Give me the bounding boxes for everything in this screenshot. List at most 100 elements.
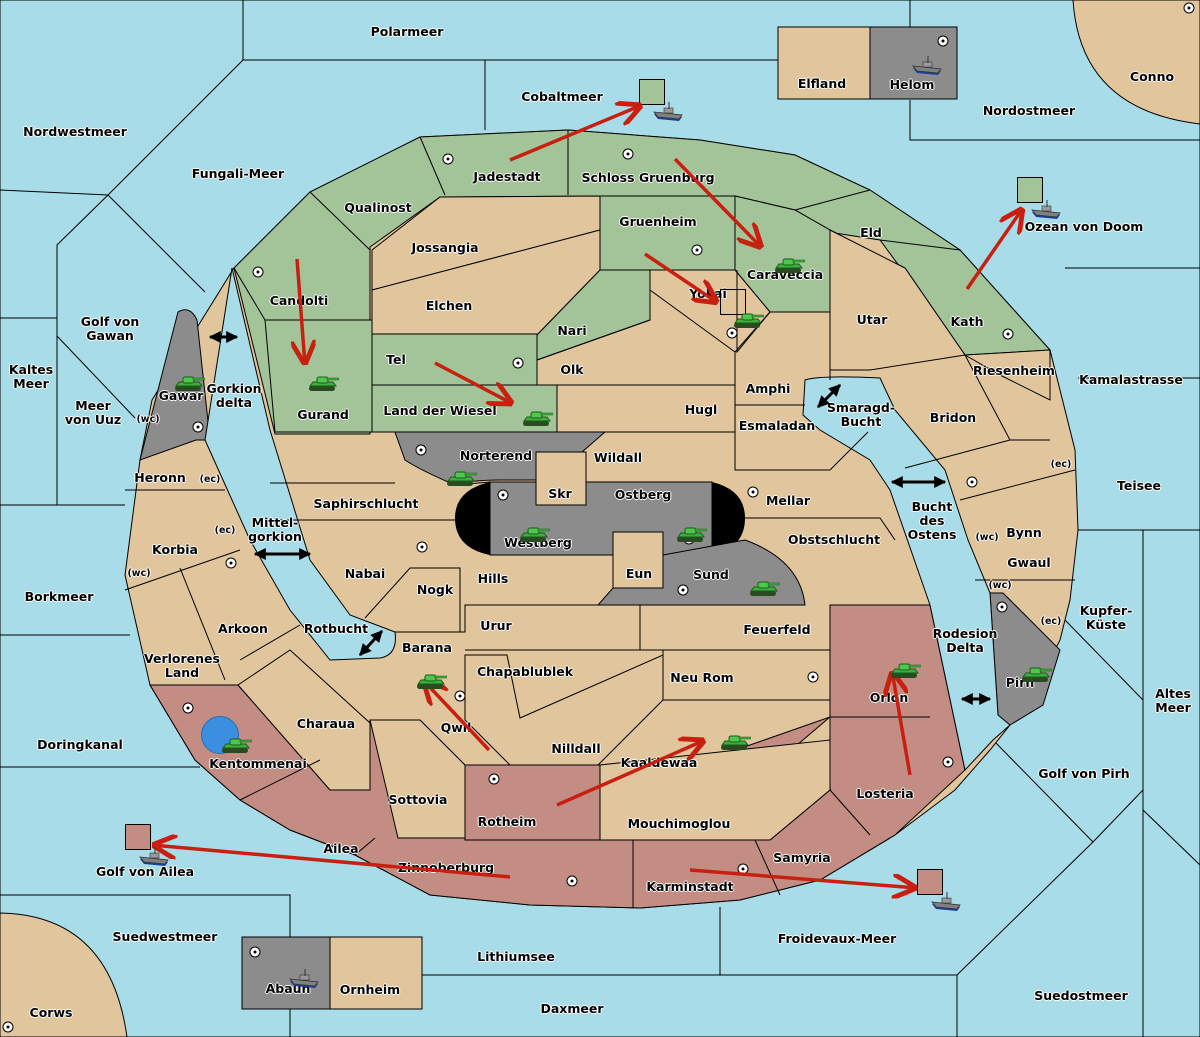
supply-center-bridon (966, 476, 978, 488)
supply-center-sund (677, 584, 689, 596)
label-bridon: Bridon (929, 410, 977, 425)
tank-icon (175, 376, 205, 391)
label-verlorenes-land: Verlorenes Land (144, 651, 220, 680)
label-qwil: Qwil (440, 720, 472, 735)
label-orlon: Orlon (869, 690, 909, 705)
label-amphi: Amphi (745, 381, 791, 396)
label-barana: Barana (402, 640, 452, 655)
label-gurand: Gurand (297, 407, 349, 422)
label-nabai: Nabai (344, 566, 386, 581)
region-gawar[interactable] (139, 309, 211, 461)
label-olk: Olk (560, 362, 584, 377)
label-nordwestmeer: Nordwestmeer (23, 124, 127, 139)
label-ozean-von-doom: Ozean von Doom (1024, 219, 1144, 234)
label-golf-von-ailea: Golf von Ailea (95, 864, 195, 879)
tank-icon (775, 258, 805, 273)
region-charaua[interactable] (237, 649, 371, 791)
tank-icon (520, 527, 550, 542)
region-corws[interactable] (0, 912, 128, 1037)
tank-icon (222, 738, 252, 753)
supply-center-abaun (249, 946, 261, 958)
region-ornheim[interactable] (329, 936, 423, 1010)
region-elfland[interactable] (777, 26, 871, 100)
label-sottovia: Sottovia (388, 792, 448, 807)
tank-icon (677, 527, 707, 542)
label-elfland: Elfland (797, 76, 847, 91)
label-norterend: Norterend (459, 448, 533, 463)
tank-icon (447, 471, 477, 486)
label-ailea: Ailea (323, 841, 359, 856)
supply-center-karminstadt (737, 863, 749, 875)
label-esmaladan: Esmaladan (738, 418, 816, 433)
label-charaua: Charaua (296, 716, 356, 731)
label-bucht-des-ostens: Bucht des Ostens (907, 499, 957, 542)
label-doringkanal: Doringkanal (37, 737, 123, 752)
supply-center-pirh (996, 601, 1008, 613)
coast-tag-gwaul-wc: (wc) (988, 580, 1012, 591)
ship-icon (931, 892, 961, 911)
label-froidevaux-meer: Froidevaux-Meer (777, 931, 897, 946)
label-ostberg: Ostberg (614, 487, 672, 502)
region-gruenheim[interactable] (599, 195, 736, 271)
label-chapablublek: Chapablublek (476, 664, 574, 679)
label-jadestadt: Jadestadt (473, 169, 541, 184)
supply-center-rotheim (488, 773, 500, 785)
label-altes-meer: Altes Meer (1155, 686, 1191, 715)
ship-icon (653, 102, 683, 121)
tank-icon (750, 581, 780, 596)
label-nordostmeer: Nordostmeer (982, 103, 1076, 118)
supply-center-yokai (726, 327, 738, 339)
label-schloss-gruenburg: Schloss Gruenburg (581, 170, 715, 185)
label-kaltes-meer: Kaltes Meer (8, 362, 54, 391)
label-polarmeer: Polarmeer (370, 24, 444, 39)
label-obstschlucht: Obstschlucht (787, 532, 881, 547)
channel-east[interactable] (802, 376, 1011, 772)
tank-icon (734, 313, 764, 328)
label-wildall: Wildall (593, 450, 643, 465)
label-borkmeer: Borkmeer (24, 589, 94, 604)
label-land-der-wiesel: Land der Wiesel (383, 403, 497, 418)
label-mouchimoglou: Mouchimoglou (627, 816, 731, 831)
label-kaaldewaa: Kaaldewaa (620, 755, 698, 770)
region-conno[interactable] (1072, 0, 1200, 125)
label-corws: Corws (29, 1005, 73, 1020)
ship-icon (139, 847, 169, 866)
label-gwaul: Gwaul (1007, 555, 1051, 570)
label-utar: Utar (856, 312, 888, 327)
label-losteria: Losteria (856, 786, 914, 801)
label-eld: Eld (860, 225, 882, 240)
label-helom: Helom (889, 77, 935, 92)
channel-west[interactable] (204, 267, 396, 661)
tank-icon (721, 735, 751, 750)
label-gruenheim: Gruenheim (619, 214, 697, 229)
label-rodesion-delta: Rodesion Delta (932, 626, 998, 655)
supply-center-candolti (252, 266, 264, 278)
coast-tag-heronn-ec: (ec) (199, 474, 221, 485)
label-arkoon: Arkoon (218, 621, 268, 636)
label-mittel-gorkion: Mittel- gorkion (248, 515, 302, 544)
label-golf-von-gawan: Golf von Gawan (80, 314, 140, 343)
tunnel-east (712, 482, 745, 555)
label-nari: Nari (557, 323, 587, 338)
supply-center-neu-rom (807, 671, 819, 683)
coast-tag-gwaul-ec: (ec) (1040, 616, 1062, 627)
supply-center-kath (1002, 328, 1014, 340)
label-sund: Sund (693, 567, 729, 582)
supply-center-tel (512, 357, 524, 369)
region-eun[interactable] (612, 531, 664, 589)
supply-center-nabai (416, 541, 428, 553)
supply-center-gruenheim (691, 244, 703, 256)
label-daxmeer: Daxmeer (540, 1001, 604, 1016)
label-mellar: Mellar (765, 493, 811, 508)
tank-icon (417, 674, 447, 689)
build-box-ozean-von-doom (1017, 177, 1043, 203)
label-candolti: Candolti (269, 293, 329, 308)
label-golf-von-pirh: Golf von Pirh (1038, 766, 1130, 781)
label-kupfer-kueste: Kupfer- Küste (1079, 603, 1133, 632)
coast-tag-korbia-ec: (ec) (214, 525, 236, 536)
region-skr[interactable] (535, 451, 587, 506)
tank-icon (523, 411, 553, 426)
label-rotheim: Rotheim (477, 814, 537, 829)
